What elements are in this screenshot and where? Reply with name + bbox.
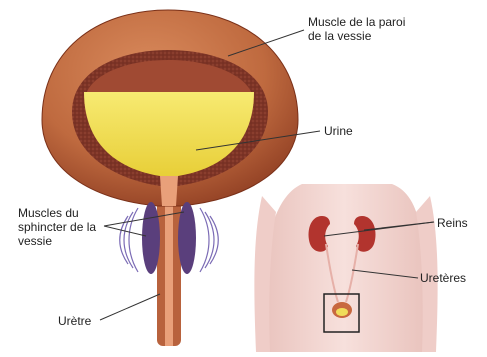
label-bladder-wall-muscle: Muscle de la paroi bbox=[308, 15, 405, 29]
small-bladder-urine bbox=[336, 308, 348, 316]
label-sphincter-muscles-line3: vessie bbox=[18, 234, 52, 248]
label-ureters: Uretères bbox=[420, 271, 466, 285]
label-urethra: Urètre bbox=[58, 314, 91, 328]
label-sphincter-muscles-line2: sphincter de la bbox=[18, 220, 96, 234]
body-illustration bbox=[254, 184, 437, 352]
urethra-lumen bbox=[165, 196, 173, 346]
leader-sphincter-left bbox=[104, 226, 146, 236]
bladder-neck bbox=[160, 176, 178, 206]
label-kidneys: Reins bbox=[437, 216, 468, 230]
label-sphincter-muscles: Muscles du bbox=[18, 206, 79, 220]
body-silhouette bbox=[262, 184, 426, 352]
label-bladder-wall-muscle-line2: de la vessie bbox=[308, 29, 371, 43]
label-urine: Urine bbox=[324, 124, 353, 138]
sphincter-left bbox=[142, 202, 160, 274]
leader-urethra bbox=[100, 294, 160, 320]
